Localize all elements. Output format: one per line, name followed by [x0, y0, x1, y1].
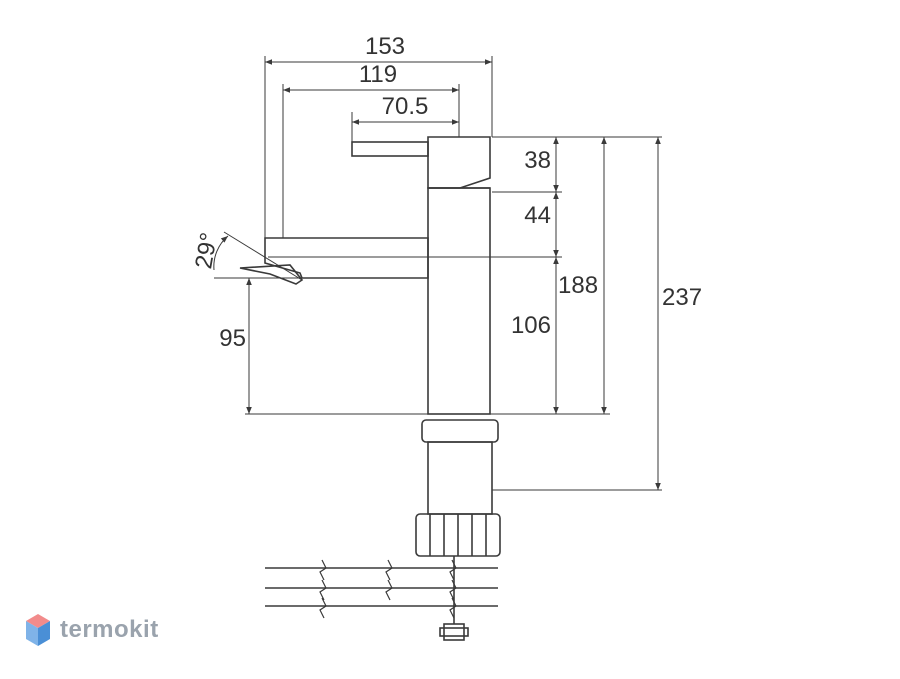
handle-head: [427, 136, 491, 189]
base-ring: [421, 419, 499, 443]
extension-lines: [214, 56, 662, 491]
spout: [264, 237, 429, 279]
dim-label-29-angle: 29°: [190, 230, 223, 270]
faucet-body: [427, 187, 491, 415]
base-column: [427, 441, 493, 515]
dim-label-188: 188: [558, 272, 598, 299]
dim-label-95: 95: [219, 325, 246, 352]
connector-fitting: [443, 623, 465, 641]
dim-label-44: 44: [524, 202, 551, 229]
termokit-logo-icon: [26, 614, 50, 646]
dim-label-70-5: 70.5: [382, 93, 429, 120]
brand-logo: termokit: [24, 612, 159, 648]
dim-label-237: 237: [662, 284, 702, 311]
aerator: [239, 264, 304, 285]
handle-lever: [351, 141, 429, 157]
dim-label-119: 119: [359, 61, 397, 88]
dimension-lines: [213, 59, 661, 490]
dim-label-153: 153: [365, 33, 405, 60]
dim-label-106: 106: [511, 312, 551, 339]
dim-label-38: 38: [524, 147, 551, 174]
dim-arc-29: [213, 235, 229, 271]
faucet-outline: [239, 136, 501, 641]
brand-name: termokit: [60, 616, 159, 643]
